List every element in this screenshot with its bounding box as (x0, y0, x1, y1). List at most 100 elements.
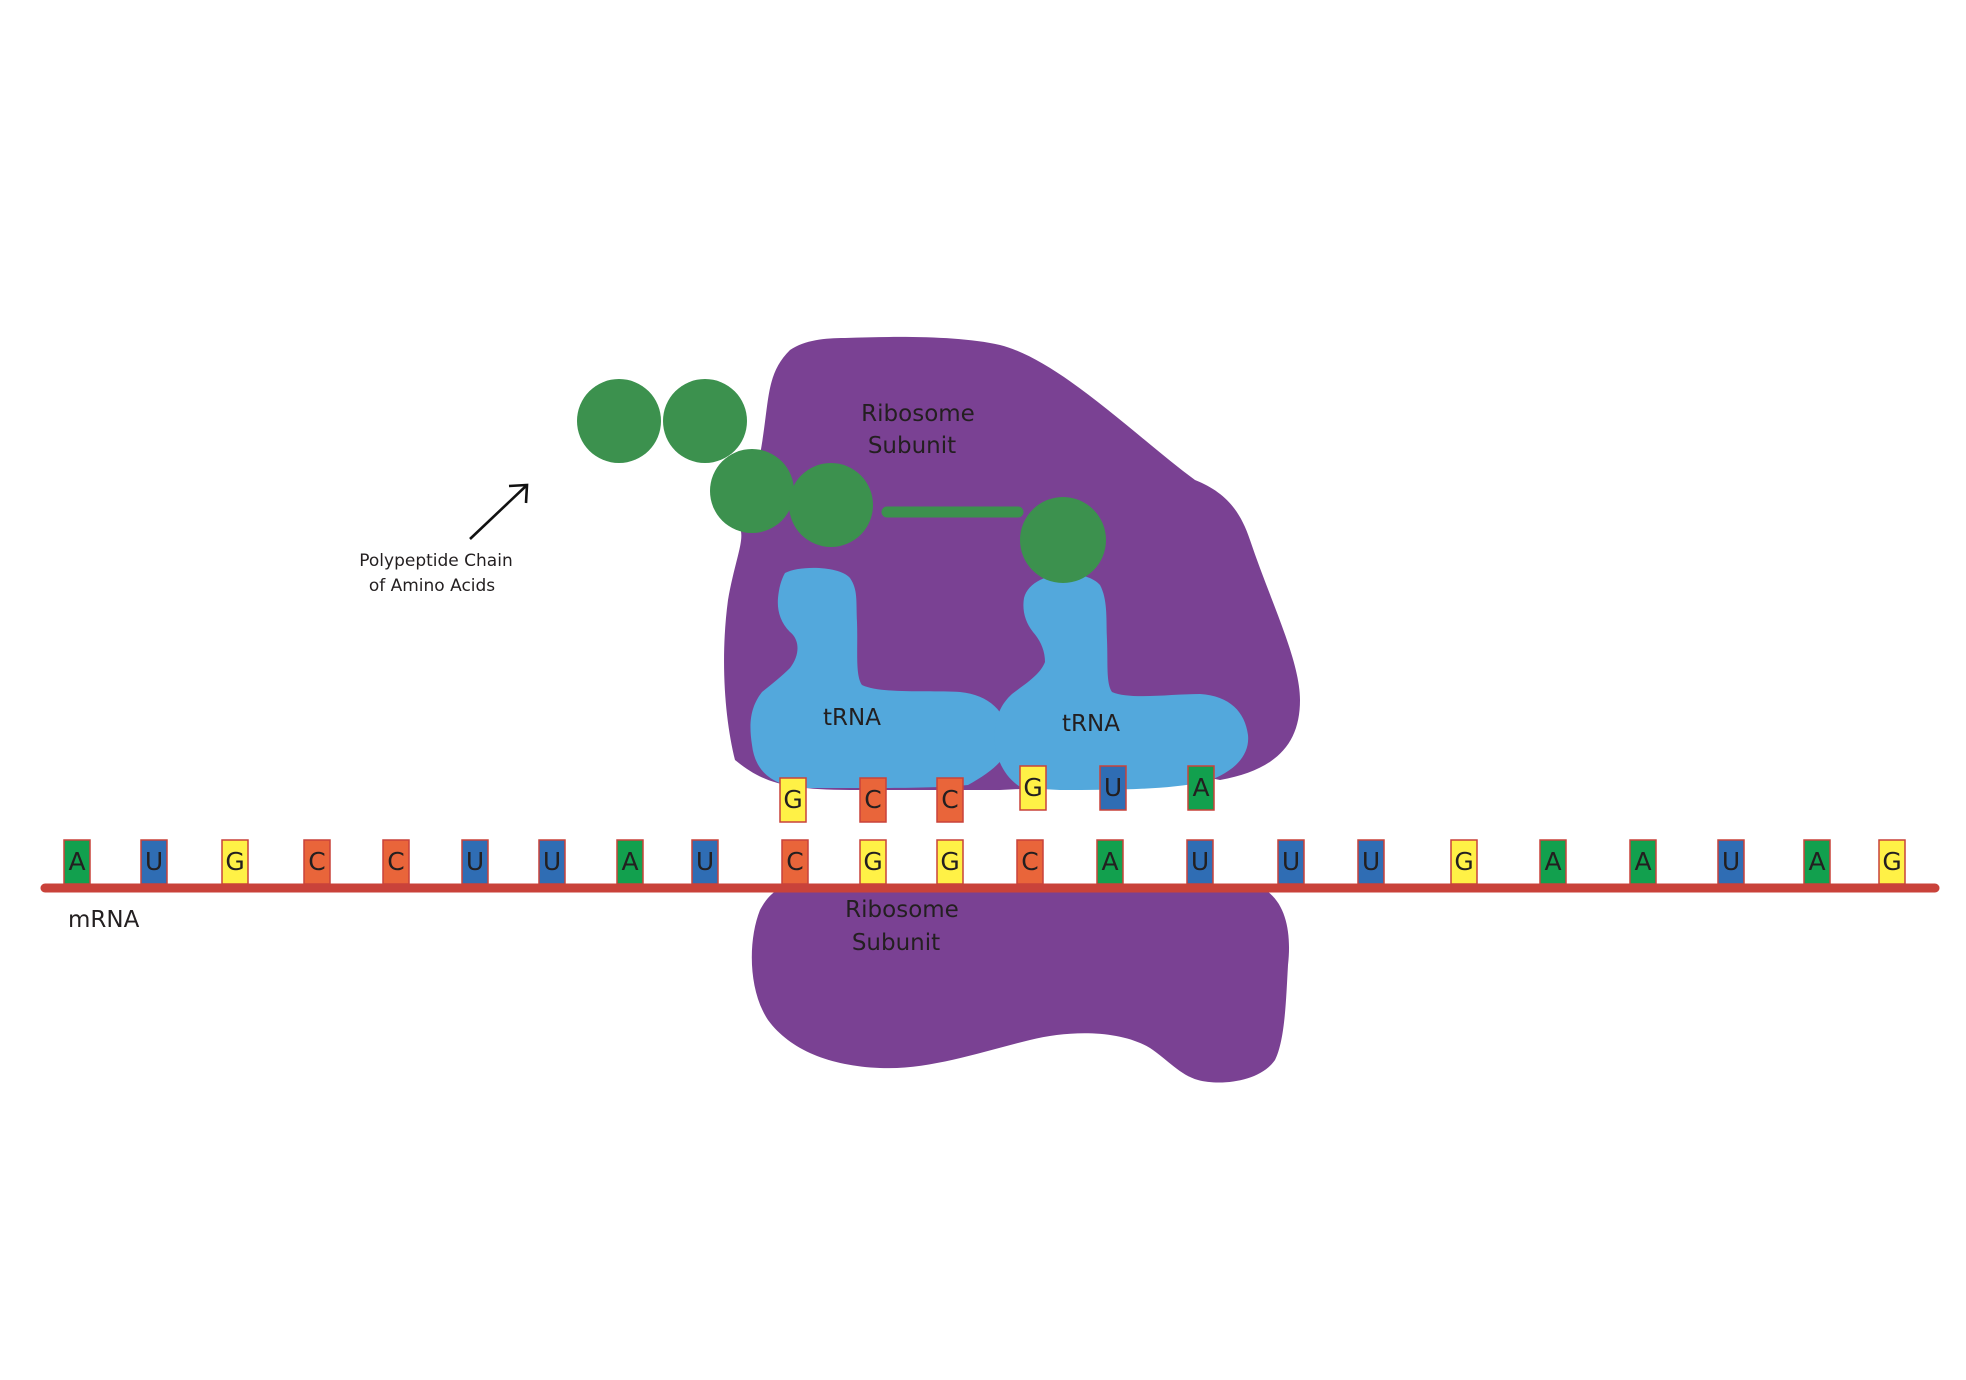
nucleotide-block (1629, 839, 1657, 885)
nucleotide-block (1539, 839, 1567, 885)
nucleotide-block (1803, 839, 1831, 885)
nucleotide-a: A (1629, 839, 1657, 885)
ribosome-bottom-label-line2: Subunit (852, 930, 940, 956)
nucleotide-block (1357, 839, 1385, 885)
trna-right-body (994, 573, 1249, 790)
nucleotide-c: C (781, 839, 809, 885)
nucleotide-u: U (1099, 765, 1127, 811)
amino-acid (789, 463, 873, 547)
nucleotide-block (936, 777, 964, 823)
nucleotide-a: A (616, 839, 644, 885)
amino-acid-attached (1020, 497, 1106, 583)
nucleotide-letter: C (1021, 847, 1038, 876)
nucleotide-letter: U (696, 847, 714, 876)
nucleotide-block (538, 839, 566, 885)
nucleotide-block (616, 839, 644, 885)
nucleotide-u: U (691, 839, 719, 885)
amino-acid (663, 379, 747, 463)
nucleotide-letter: U (1282, 847, 1300, 876)
nucleotide-g: G (1878, 839, 1906, 885)
nucleotide-block (382, 839, 410, 885)
nucleotide-u: U (1186, 839, 1214, 885)
nucleotide-letter: G (1023, 773, 1042, 802)
nucleotide-letter: G (863, 847, 882, 876)
nucleotide-block (1186, 839, 1214, 885)
nucleotide-letter: A (1544, 847, 1561, 876)
nucleotide-letter: A (68, 847, 85, 876)
nucleotide-block (1878, 839, 1906, 885)
trna-left-label: tRNA (823, 705, 881, 731)
nucleotide-letter: A (1101, 847, 1118, 876)
nucleotide-block (461, 839, 489, 885)
nucleotide-letter: G (225, 847, 244, 876)
nucleotide-block (781, 839, 809, 885)
polypeptide-label-line2: of Amino Acids (369, 576, 495, 596)
nucleotide-letter: C (941, 785, 958, 814)
nucleotide-c: C (382, 839, 410, 885)
nucleotide-letter: C (387, 847, 404, 876)
nucleotide-u: U (1357, 839, 1385, 885)
polypeptide-label-line1: Polypeptide Chain (359, 551, 512, 571)
nucleotide-block (1187, 765, 1215, 811)
nucleotide-u: U (1717, 839, 1745, 885)
nucleotide-letter: C (864, 785, 881, 814)
nucleotide-letter: U (543, 847, 561, 876)
nucleotide-letter: A (1192, 773, 1209, 802)
nucleotide-g: G (779, 777, 807, 823)
nucleotide-c: C (936, 777, 964, 823)
nucleotide-g: G (936, 839, 964, 885)
nucleotide-letter: A (1634, 847, 1651, 876)
nucleotide-letter: U (1191, 847, 1209, 876)
nucleotide-block (1099, 765, 1127, 811)
nucleotide-g: G (1450, 839, 1478, 885)
nucleotide-letter: C (308, 847, 325, 876)
nucleotide-block (859, 839, 887, 885)
nucleotide-u: U (461, 839, 489, 885)
nucleotide-letter: U (466, 847, 484, 876)
nucleotide-u: U (1277, 839, 1305, 885)
nucleotide-c: C (1016, 839, 1044, 885)
trna-left-body (750, 567, 1011, 788)
nucleotide-g: G (859, 839, 887, 885)
ribosome-bottom-subunit (751, 885, 1290, 1083)
nucleotide-block (1016, 839, 1044, 885)
nucleotide-block (859, 777, 887, 823)
nucleotide-block (1717, 839, 1745, 885)
nucleotide-u: U (538, 839, 566, 885)
nucleotide-block (1096, 839, 1124, 885)
arrow-head-icon (508, 483, 529, 504)
nucleotide-block (1277, 839, 1305, 885)
nucleotide-letter: G (1882, 847, 1901, 876)
nucleotide-block (1019, 765, 1047, 811)
ribosome-bottom-label-line1: Ribosome (845, 897, 959, 923)
nucleotide-letter: C (786, 847, 803, 876)
nucleotide-letter: G (940, 847, 959, 876)
nucleotide-c: C (303, 839, 331, 885)
mrna-label: mRNA (68, 907, 140, 933)
amino-acid (710, 449, 794, 533)
nucleotide-letter: U (145, 847, 163, 876)
nucleotide-a: A (1096, 839, 1124, 885)
nucleotide-block (936, 839, 964, 885)
nucleotide-a: A (1187, 765, 1215, 811)
trna-right-label: tRNA (1062, 711, 1120, 737)
nucleotide-block (140, 839, 168, 885)
arrow-shaft (469, 484, 528, 540)
ribosome-top-label-line2: Subunit (868, 433, 956, 459)
nucleotide-g: G (221, 839, 249, 885)
nucleotide-u: U (140, 839, 168, 885)
nucleotide-letter: U (1722, 847, 1740, 876)
polypeptide-chain (577, 379, 873, 547)
nucleotide-letter: A (621, 847, 638, 876)
nucleotide-block (1450, 839, 1478, 885)
nucleotide-letter: U (1362, 847, 1380, 876)
ribosome-top-label-line1: Ribosome (861, 401, 975, 427)
nucleotide-letter: U (1104, 773, 1122, 802)
nucleotide-letter: A (1808, 847, 1825, 876)
nucleotide-block (63, 839, 91, 885)
nucleotide-g: G (1019, 765, 1047, 811)
